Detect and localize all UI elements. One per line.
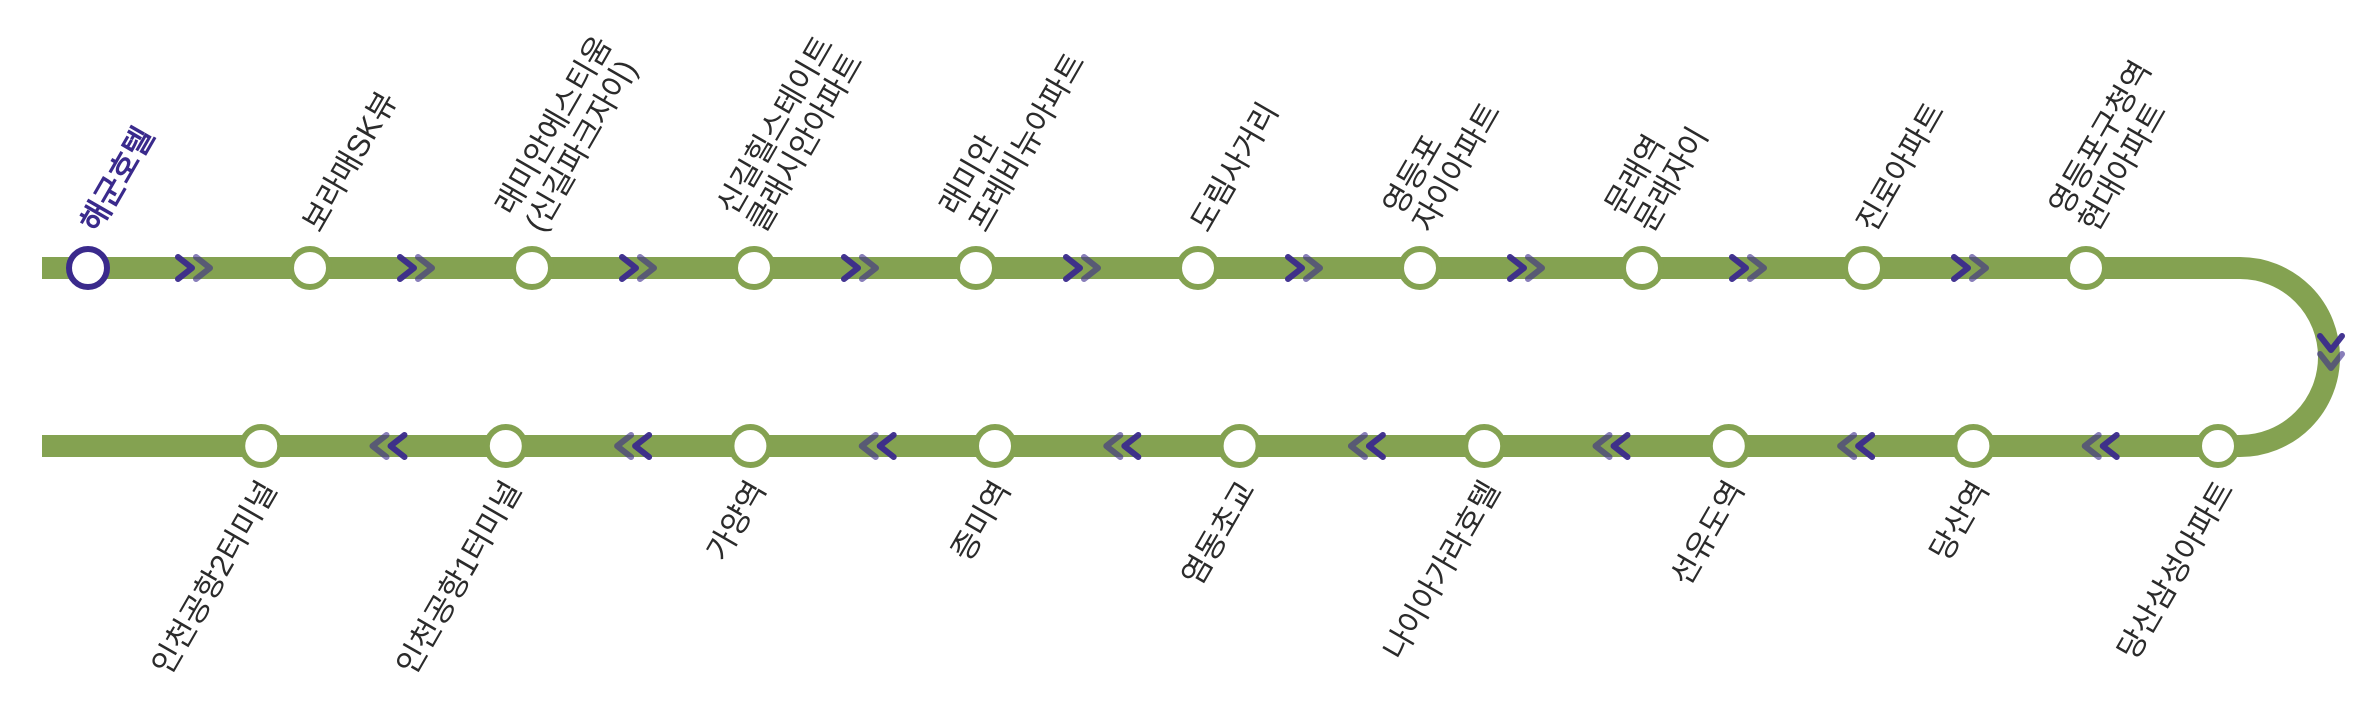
direction-arrow [841, 254, 879, 282]
station-label: 나이아가라호텔 [1377, 475, 1507, 665]
station-label: 인천공항1터미널 [390, 475, 529, 680]
station-label: 인천공항2터미널 [145, 475, 284, 680]
station-label: 신길힐스테이트클래시안아파트 [710, 30, 870, 237]
direction-arrow [619, 254, 657, 282]
direction-arrow [1285, 254, 1323, 282]
station-label: 래미안에스티움(신길파크자이) [488, 30, 648, 237]
station-marker [1462, 424, 1507, 468]
direction-arrow [1729, 254, 1767, 282]
direction-arrow [1592, 432, 1631, 460]
station-marker [732, 246, 776, 290]
station-label: 영등포구청역현대아파트 [2042, 55, 2187, 238]
direction-arrows [175, 254, 2345, 460]
station-marker [1951, 424, 1996, 468]
station-marker [2064, 246, 2108, 290]
station-label: 가양역 [700, 475, 773, 567]
station-label: 당산삼성아파트 [2110, 475, 2240, 665]
direction-arrow [1103, 432, 1142, 460]
direction-arrow [2317, 333, 2345, 371]
station-markers [66, 246, 2240, 468]
direction-arrow [614, 432, 653, 460]
station-marker [1398, 246, 1442, 290]
station-marker [973, 424, 1017, 468]
station-marker [954, 246, 998, 290]
station-marker [510, 246, 554, 290]
direction-arrow [1063, 254, 1101, 282]
station-label: 선유도역 [1664, 475, 1751, 591]
station-marker [1706, 424, 1751, 468]
direction-arrow [1837, 432, 1876, 460]
route-line [42, 257, 2340, 457]
route-line-path [42, 257, 2340, 457]
station-label: 당산역 [1923, 475, 1996, 567]
station-label: 도림사거리 [1184, 96, 1286, 237]
direction-arrow [175, 254, 213, 282]
direction-arrow [858, 432, 897, 460]
station-label: 영등포자이아파트 [1376, 79, 1507, 237]
station-marker [239, 424, 284, 468]
station-marker [1620, 246, 1664, 290]
direction-arrow [1507, 254, 1545, 282]
station-label: 문래역문래자이 [1598, 104, 1715, 237]
station-marker [483, 424, 528, 468]
station-label: 염동초교 [1175, 475, 1262, 591]
station-marker [288, 246, 332, 290]
direction-arrow [397, 254, 435, 282]
station-marker [1842, 246, 1886, 290]
station-marker [1217, 424, 1262, 468]
origin-station-marker [66, 246, 110, 290]
station-labels: 해군호텔 보라매SK뷰 래미안에스티움(신길파크자이) 신길힐스테이트클래시안아파트 래… [74, 30, 2241, 680]
station-marker [728, 424, 773, 468]
direction-arrow [1347, 432, 1386, 460]
origin-station-label: 해군호텔 [74, 121, 161, 237]
station-label: 진로아파트 [1850, 96, 1952, 237]
station-marker [2196, 424, 2240, 468]
station-marker [1176, 246, 1220, 290]
station-label: 보라매SK뷰 [296, 85, 404, 237]
direction-arrow [1951, 254, 1989, 282]
direction-arrow [2081, 432, 2120, 460]
direction-arrow [369, 432, 408, 460]
station-label: 래미안프레비뉴아파트 [932, 30, 1092, 237]
station-label: 증미역 [944, 475, 1017, 567]
